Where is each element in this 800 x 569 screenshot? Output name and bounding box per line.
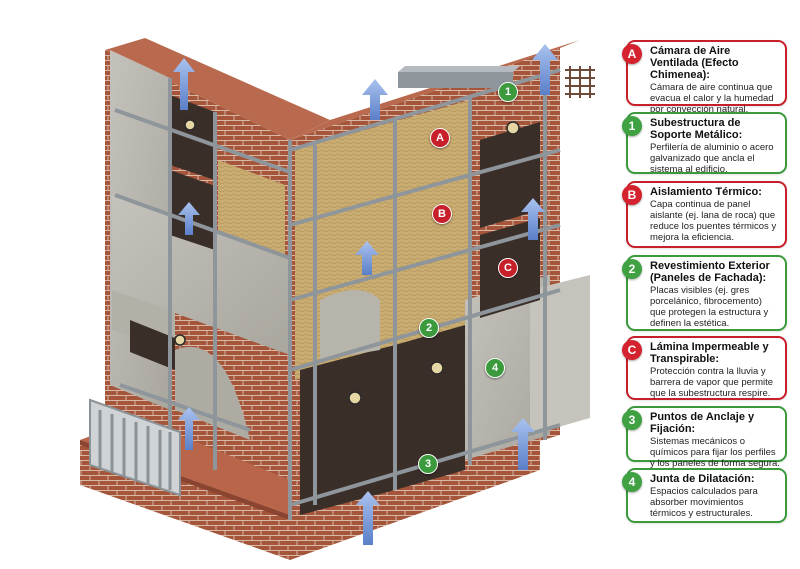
marker-3-label: 3: [424, 458, 432, 470]
badge-4: 4: [622, 472, 642, 492]
legend-card-3: 3 Puntos de Anclaje y Fijación: Sistemas…: [622, 406, 787, 469]
marker-b: B: [432, 204, 452, 224]
right-cladding-panels: [300, 122, 590, 515]
legend-title-1: Subestructura de Soporte Metálico:: [650, 117, 743, 141]
marker-a: A: [430, 128, 450, 148]
legend-desc-3: Sistemas mecánicos o químicos para fijar…: [650, 436, 780, 469]
anchor-points: [174, 119, 520, 405]
badge-c: C: [622, 340, 642, 360]
marker-3: 3: [418, 454, 438, 474]
legend-title-a: Cámara de Aire Ventilada (Efecto Chimene…: [650, 45, 739, 81]
marker-c: C: [498, 258, 518, 278]
marker-1: 1: [498, 82, 518, 102]
legend-title-3: Puntos de Anclaje y Fijación:: [650, 411, 755, 435]
ventilation-grille-top: [565, 66, 595, 98]
legend-card-b: B Aislamiento Térmico: Capa continua de …: [622, 181, 787, 248]
badge-b: B: [622, 185, 642, 205]
legend-desc-2: Placas visibles (ej. gres porcelánico, f…: [650, 285, 769, 329]
legend-desc-c: Protección contra la lluvia y barrera de…: [650, 366, 774, 399]
marker-2: 2: [419, 318, 439, 338]
legend-desc-b: Capa continua de panel aislante (ej. lan…: [650, 199, 777, 243]
legend-card-a: A Cámara de Aire Ventilada (Efecto Chime…: [622, 40, 787, 115]
badge-1: 1: [622, 116, 642, 136]
legend-card-4: 4 Junta de Dilatación: Espacios calculad…: [622, 468, 787, 523]
badge-3: 3: [622, 410, 642, 430]
legend-title-2: Revestimiento Exterior (Paneles de Facha…: [650, 260, 770, 284]
grille-panel: [89, 398, 181, 497]
airflow-arrows: [173, 44, 558, 545]
marker-2-label: 2: [425, 322, 433, 334]
badge-2: 2: [622, 259, 642, 279]
legend-title-b: Aislamiento Térmico:: [650, 186, 762, 198]
legend-card-1: 1 Subestructura de Soporte Metálico: Per…: [622, 112, 787, 175]
legend-card-2: 2 Revestimiento Exterior (Paneles de Fac…: [622, 255, 787, 331]
legend-card-c: C Lámina Impermeable y Transpirable: Pro…: [622, 336, 787, 400]
legend-title-4: Junta de Dilatación:: [650, 473, 755, 485]
legend-desc-1: Perfilería de aluminio o acero galvaniza…: [650, 142, 774, 175]
badge-a: A: [622, 44, 642, 64]
marker-4: 4: [485, 358, 505, 378]
marker-1-label: 1: [504, 86, 512, 98]
facade-illustration: [80, 38, 595, 560]
legend-desc-4: Espacios calculados para absorber movimi…: [650, 486, 758, 519]
legend-desc-a: Cámara de aire continua que evacua el ca…: [650, 82, 774, 115]
marker-4-label: 4: [491, 362, 499, 374]
left-cladding-panels: [110, 50, 290, 440]
marker-c-label: C: [504, 262, 512, 274]
marker-a-label: A: [436, 132, 444, 144]
legend-title-c: Lámina Impermeable y Transpirable:: [650, 341, 769, 365]
marker-b-label: B: [438, 208, 446, 220]
